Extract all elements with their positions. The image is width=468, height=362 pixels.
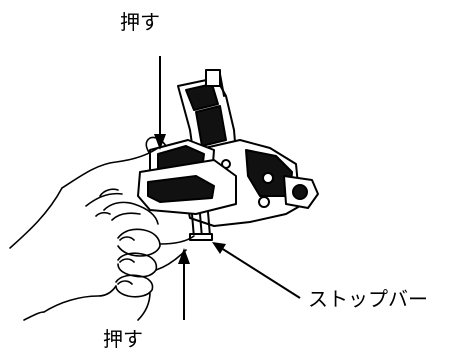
push-label-bottom: 押す (103, 327, 143, 351)
stop-bar-arrow (212, 242, 301, 299)
tool-device (137, 69, 319, 241)
push-arrow-top (154, 56, 166, 150)
push-label-top: 押す (120, 10, 160, 34)
stop-bar-label: ストップバー (308, 287, 428, 311)
push-arrow-bottom (178, 248, 190, 320)
